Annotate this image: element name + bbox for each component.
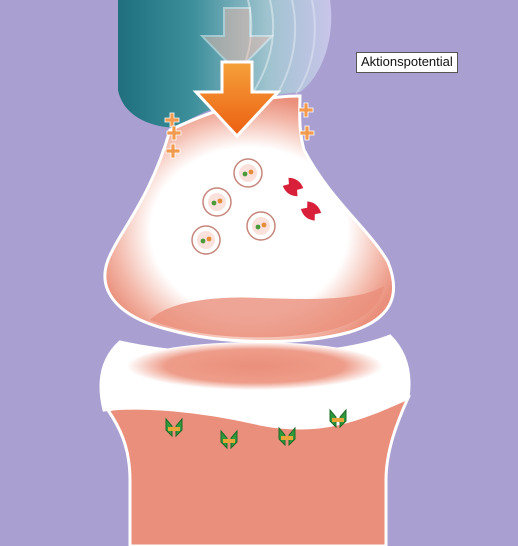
vesicle [203, 188, 231, 216]
vesicle [234, 159, 262, 187]
vesicle [192, 226, 220, 254]
vesicle [247, 212, 275, 240]
action-potential-label: Aktionspotential [356, 52, 458, 73]
